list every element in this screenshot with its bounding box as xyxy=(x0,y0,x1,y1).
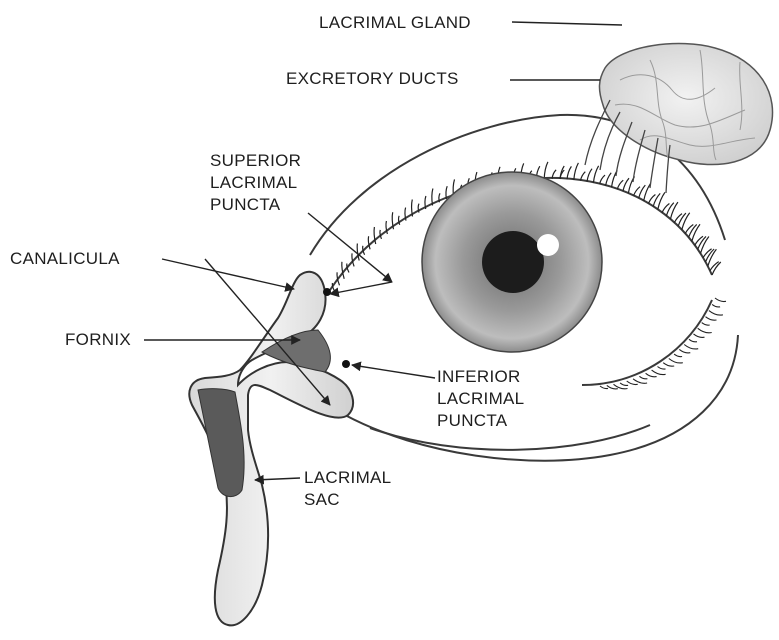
eyelash xyxy=(684,345,698,349)
eyelash xyxy=(639,376,647,379)
eyelash xyxy=(669,359,683,363)
eyelash xyxy=(399,216,400,225)
eyelash xyxy=(405,208,406,221)
eyelash xyxy=(679,349,690,353)
label-excretory-ducts: EXCRETORY DUCTS xyxy=(286,68,459,90)
eyelash xyxy=(600,175,605,184)
eyelash xyxy=(425,196,426,209)
eyelash xyxy=(694,334,705,338)
eyelash xyxy=(606,173,612,186)
eyelash xyxy=(544,162,548,179)
eyelash xyxy=(652,370,666,374)
label-sac-line-2: SAC xyxy=(304,489,391,511)
label-superior-lacrimal-puncta: SUPERIOR LACRIMAL PUNCTA xyxy=(210,150,301,216)
leader-line-lacrimal-sac xyxy=(255,478,300,480)
label-superior-line-2: LACRIMAL xyxy=(210,172,301,194)
eyelash xyxy=(715,298,726,302)
leader-line-superior-puncta-a xyxy=(308,213,392,282)
eyelash xyxy=(685,225,693,234)
eyelash xyxy=(623,178,629,191)
eyelash xyxy=(646,373,657,377)
eyelash xyxy=(633,379,647,383)
leader-line-inferior-puncta xyxy=(352,365,435,378)
eyelash xyxy=(682,213,690,230)
eyelash xyxy=(706,317,717,321)
eyelash xyxy=(357,244,359,261)
eyelash xyxy=(587,169,592,182)
label-inferior-line-1: INFERIOR xyxy=(437,366,524,388)
eyelash xyxy=(658,367,666,370)
eyelash xyxy=(567,166,571,179)
eyelash xyxy=(712,304,720,307)
leader-line-canalicula-a xyxy=(162,259,294,289)
eyelash xyxy=(418,204,419,213)
eyelash xyxy=(674,354,682,357)
label-superior-line-3: PUNCTA xyxy=(210,194,301,216)
eyelash xyxy=(692,224,700,241)
eyelash xyxy=(593,166,598,183)
label-inferior-lacrimal-puncta: INFERIOR LACRIMAL PUNCTA xyxy=(437,366,524,432)
eyelash xyxy=(600,386,608,389)
eyelash xyxy=(698,328,712,332)
eyelash xyxy=(574,163,579,180)
label-inferior-line-2: LACRIMAL xyxy=(437,388,524,410)
label-sac-line-1: LACRIMAL xyxy=(304,467,391,489)
leader-line-lacrimal-gland xyxy=(512,22,622,25)
eyelash xyxy=(663,363,674,367)
eyelash xyxy=(617,180,623,189)
label-lacrimal-sac: LACRIMAL SAC xyxy=(304,467,391,511)
eyelash xyxy=(620,383,628,386)
lacrimal-drainage-system xyxy=(189,272,353,626)
eyelash xyxy=(412,200,413,217)
label-fornix: FORNIX xyxy=(65,329,131,351)
label-lacrimal-gland: LACRIMAL GLAND xyxy=(319,12,471,34)
eyeball xyxy=(422,172,602,352)
eyelash xyxy=(701,237,709,254)
eyelash xyxy=(432,189,433,206)
eyelash xyxy=(627,381,638,385)
eyelash xyxy=(702,323,710,326)
lacrimal-gland xyxy=(599,44,772,165)
label-canalicula: CANALICULA xyxy=(10,248,120,270)
label-superior-line-1: SUPERIOR xyxy=(210,150,301,172)
eyelash xyxy=(634,187,640,196)
eyelash xyxy=(674,214,682,223)
eyelash xyxy=(689,339,697,342)
eyelash xyxy=(368,236,370,249)
eyelash xyxy=(709,311,723,315)
label-inferior-line-3: PUNCTA xyxy=(437,410,524,432)
